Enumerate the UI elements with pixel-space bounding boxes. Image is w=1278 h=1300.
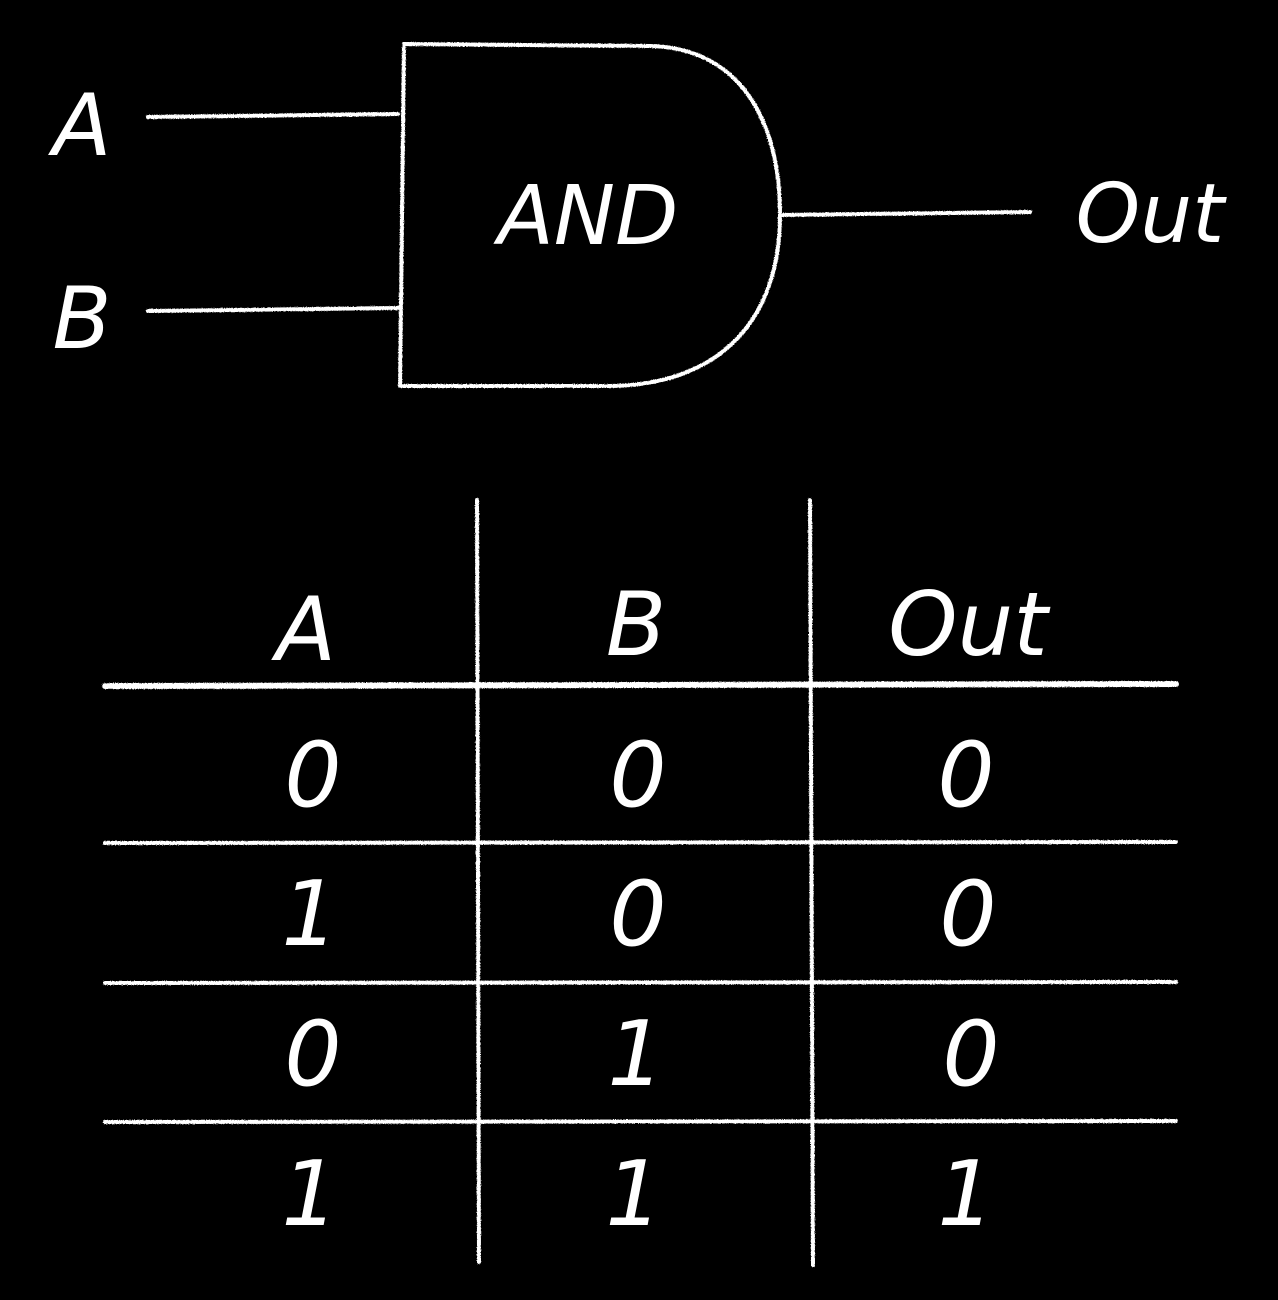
output-wire (780, 210, 1032, 217)
input-wire-b (146, 306, 400, 313)
table-cell: 1 (605, 1142, 662, 1247)
row-divider-3 (103, 1119, 1178, 1124)
truth-table-grid (102, 498, 1179, 1267)
input-wire-a (146, 112, 400, 119)
row-divider-1 (103, 840, 1178, 845)
table-header-a: A (271, 578, 336, 681)
input-label-a: A (48, 76, 112, 176)
column-divider-1 (475, 498, 481, 1264)
and-gate-body (398, 42, 782, 388)
table-cell: 1 (281, 1142, 338, 1247)
gate-label: AND (493, 169, 679, 264)
row-divider-2 (103, 980, 1178, 985)
table-cell: 1 (607, 1002, 664, 1107)
input-label-b: B (53, 269, 112, 369)
table-cell: 0 (284, 723, 341, 828)
table-cell: 0 (942, 1002, 999, 1107)
table-header-out: Out (888, 573, 1051, 676)
table-cell: 0 (939, 862, 996, 967)
table-cell: 0 (609, 862, 666, 967)
table-cell: 0 (284, 1002, 341, 1107)
column-divider-2 (808, 498, 815, 1267)
header-divider (102, 681, 1179, 689)
gate-diagram (146, 42, 1032, 388)
table-cell: 0 (937, 723, 994, 828)
table-cell: 0 (609, 723, 666, 828)
table-cell: 1 (937, 1142, 994, 1247)
table-header-b: B (606, 573, 666, 676)
output-label: Out (1076, 167, 1228, 262)
table-cell: 1 (281, 862, 338, 967)
